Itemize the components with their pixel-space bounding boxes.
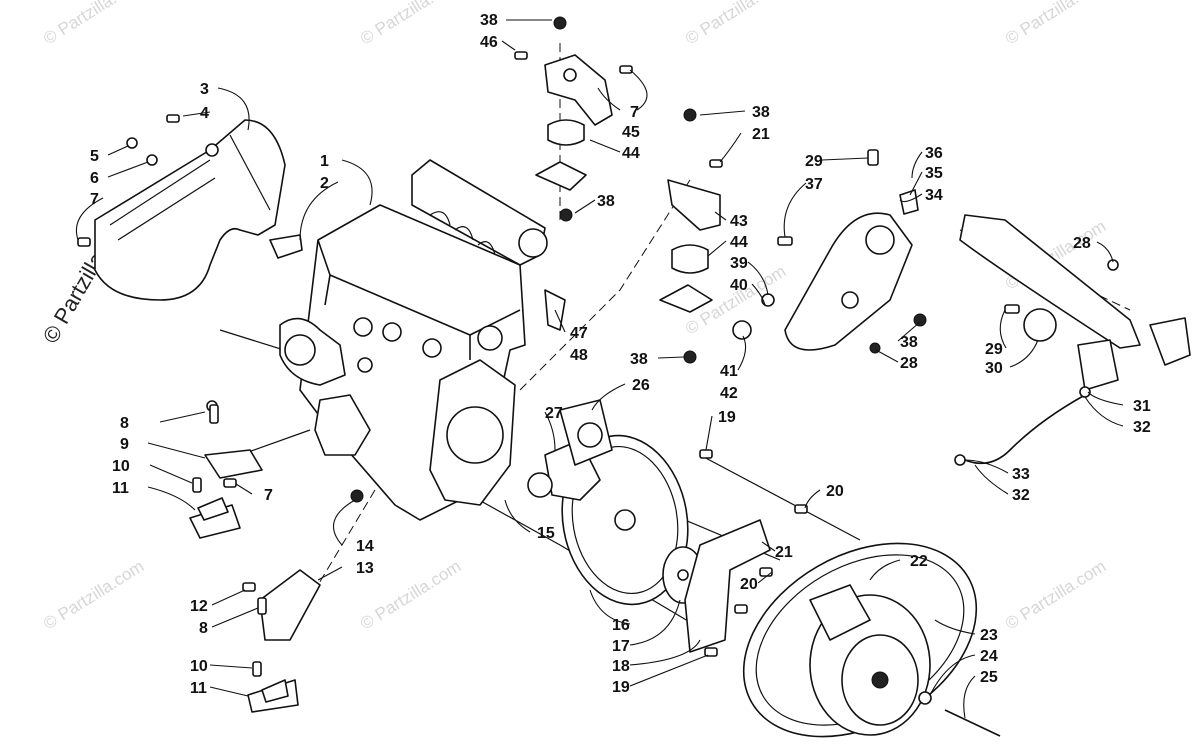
callout-38: 38 [630,351,648,368]
drive-clutch [742,542,1001,738]
callout-29: 29 [985,341,1003,358]
callout-38: 38 [480,12,498,29]
callout-17: 17 [612,638,630,655]
callout-5: 5 [90,148,99,165]
engine-block [279,159,548,521]
watermark-text: © Partzilla.com [682,0,789,48]
callout-labels: 1 2 3 4 5 6 7 38 46 7 45 44 38 38 21 43 … [90,12,1151,697]
callout-22: 22 [910,553,928,570]
callout-47: 47 [570,325,588,342]
callout-11: 11 [112,480,129,497]
callout-25: 25 [980,669,998,686]
callout-30: 30 [985,360,1003,377]
callout-10: 10 [112,458,130,475]
callout-42: 42 [720,385,738,402]
callout-12: 12 [190,598,208,615]
callout-9: 9 [120,436,129,453]
callout-33: 33 [1012,466,1030,483]
callout-40: 40 [730,277,748,294]
callout-23: 23 [980,627,998,644]
callout-21: 21 [752,126,770,143]
callout-36: 36 [925,145,943,162]
side-engine-mount [659,108,721,364]
callout-6: 6 [90,170,99,187]
watermark-text: © Partzilla.com [1002,0,1109,48]
callout-44: 44 [622,145,640,162]
callout-20: 20 [826,483,844,500]
leader-lines [76,19,1124,719]
callout-13: 13 [356,560,374,577]
callout-3: 3 [200,81,209,98]
callout-34: 34 [925,187,943,204]
watermark-text: © Partzilla.com [40,0,147,48]
lower-mounts [189,400,321,713]
jackshaft-assembly [784,189,1191,466]
callout-32: 32 [1133,419,1151,436]
callout-7: 7 [630,104,639,121]
callout-32: 32 [1012,487,1030,504]
callout-43: 43 [730,213,748,230]
callout-38: 38 [900,334,918,351]
callout-21: 21 [775,544,793,561]
watermark-text: © Partzilla.com [40,557,147,634]
callout-19: 19 [718,409,736,426]
callout-2: 2 [320,175,329,192]
watermark-text: © Partzilla.com [1002,557,1109,634]
callout-8: 8 [120,415,129,432]
callout-1: 1 [320,153,329,170]
callout-35: 35 [925,165,943,182]
watermark-text: © Partzilla.com [357,0,464,48]
callout-7: 7 [264,487,273,504]
clutch-bracket [684,519,771,653]
callout-41: 41 [720,363,738,380]
callout-29: 29 [805,153,823,170]
callout-27: 27 [545,405,563,422]
callout-4: 4 [200,105,209,122]
top-engine-mount [535,16,613,222]
callout-44: 44 [730,234,748,251]
callout-37: 37 [805,176,823,193]
callout-10: 10 [190,658,208,675]
callout-11: 11 [190,680,207,697]
callout-7: 7 [90,191,99,208]
callout-14: 14 [356,538,374,555]
callout-19: 19 [612,679,630,696]
callout-20: 20 [740,576,758,593]
callout-38: 38 [752,104,770,121]
callout-8: 8 [199,620,208,637]
callout-15: 15 [537,525,555,542]
callout-46: 46 [480,34,498,51]
callout-18: 18 [612,658,630,675]
callout-24: 24 [980,648,998,665]
callout-39: 39 [730,255,748,272]
callout-45: 45 [622,124,640,141]
callout-26: 26 [632,377,650,394]
callout-16: 16 [612,617,630,634]
callout-28: 28 [900,355,918,372]
callout-48: 48 [570,347,588,364]
belt-guard [94,119,286,301]
flywheel [527,399,704,606]
callout-31: 31 [1133,398,1151,415]
callout-38: 38 [597,193,615,210]
callout-28: 28 [1073,235,1091,252]
